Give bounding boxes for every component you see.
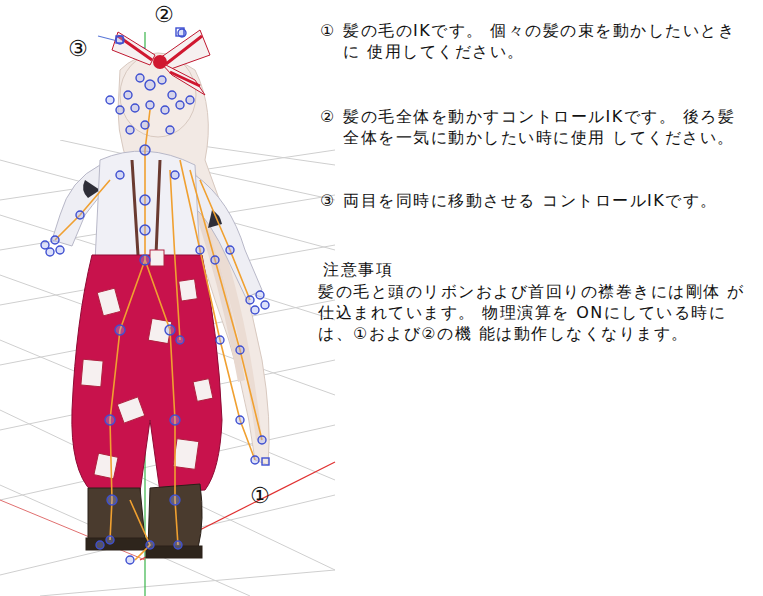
eye-control bbox=[176, 28, 184, 36]
pants bbox=[72, 255, 222, 492]
paper-charms bbox=[81, 250, 213, 479]
floor-grid bbox=[0, 140, 335, 596]
ribbon bbox=[112, 30, 210, 95]
hair-control bbox=[116, 36, 123, 43]
callout-number: ① bbox=[250, 484, 270, 508]
note-text: 髪の毛全体を動かすコントロールIKです。 後ろ髪全体を一気に動かしたい時に使用 … bbox=[343, 106, 743, 148]
bone-lines bbox=[55, 110, 262, 560]
bone-markers bbox=[41, 29, 269, 564]
note-heading: 注意事項 bbox=[323, 259, 393, 280]
note-text: 両目を同時に移動させる コントロールIKです。 bbox=[343, 190, 743, 211]
callout-number: ② bbox=[154, 3, 174, 27]
callout-number: ① bbox=[320, 20, 336, 41]
suspenders bbox=[132, 160, 160, 255]
hair-ik bbox=[262, 458, 269, 465]
callout-number: ② bbox=[320, 106, 336, 127]
callout-number: ③ bbox=[68, 37, 88, 61]
caution-text: 髪の毛と頭のリボンおよび首回りの襟巻きには剛体 が仕込まれています。 物理演算を… bbox=[318, 281, 758, 344]
boots bbox=[86, 484, 202, 558]
callout-number: ③ bbox=[320, 190, 336, 211]
note-text: 髪の毛のIKです。 個々の髪の束を動かしたいときに 使用してください。 bbox=[343, 20, 743, 62]
head bbox=[120, 53, 196, 137]
shirt bbox=[95, 151, 200, 262]
